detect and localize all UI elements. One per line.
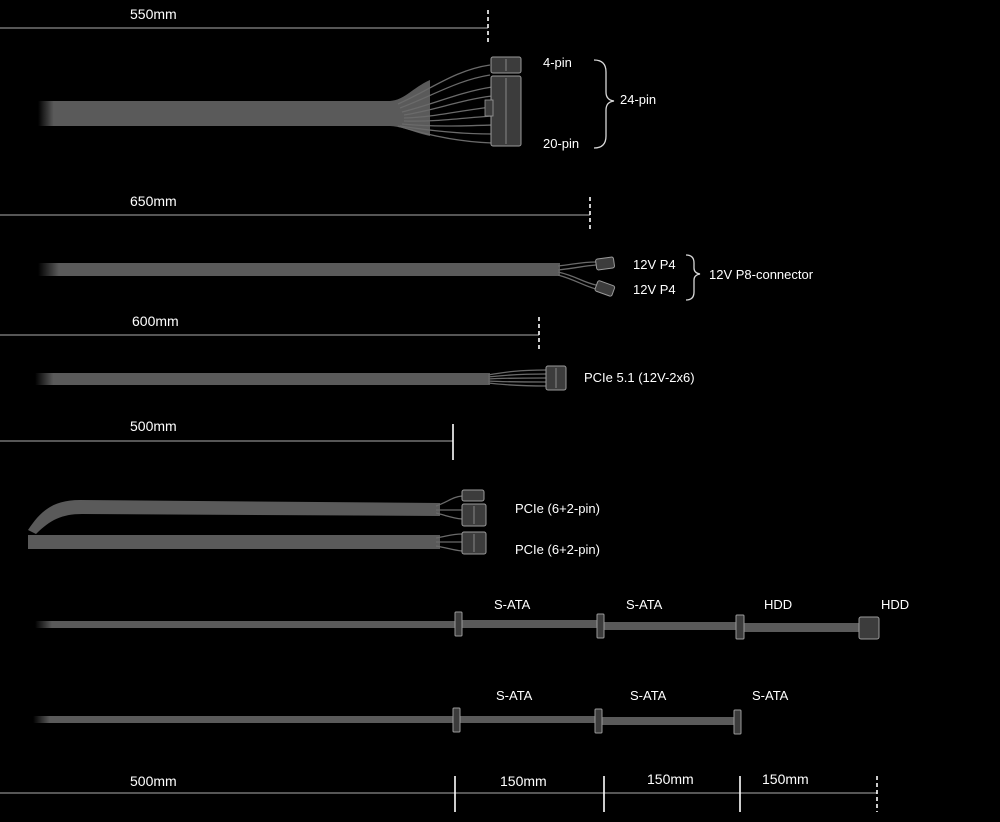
dimension-label-500mm: 500mm	[130, 418, 177, 434]
cpu-cable	[38, 263, 560, 276]
cpu-p4-connector-top	[595, 256, 615, 271]
label-12v-p4-bottom: 12V P4	[633, 282, 676, 297]
label-12v-p4-top: 12V P4	[633, 257, 676, 272]
label-pcie-6plus2-first: PCIe (6+2-pin)	[515, 501, 600, 516]
pcie-cable-2	[28, 535, 440, 549]
sata-connector	[594, 708, 603, 734]
dimension-label-150mm: 150mm	[500, 773, 547, 789]
dimension-label-600mm: 600mm	[132, 313, 179, 329]
peripheral-cable-1	[35, 621, 455, 628]
hdd-connector	[735, 614, 745, 640]
label-sata: S-ATA	[494, 597, 531, 612]
pcie51-cable	[35, 373, 490, 385]
label-20-pin: 20-pin	[543, 136, 579, 151]
atx-cable-group: 550mm 4-pin 20-pin 24-pin	[0, 6, 656, 151]
bottom-dimension-ruler: 500mm 150mm 150mm 150mm	[0, 771, 878, 812]
peripheral-cable-1-group: S-ATA S-ATA HDD HDD	[35, 597, 909, 640]
label-sata: S-ATA	[496, 688, 533, 703]
label-hdd: HDD	[764, 597, 792, 612]
dimension-label-150mm: 150mm	[762, 771, 809, 787]
pcie51-cable-group: 600mm PCIe 5.1 (12V-2x6)	[0, 313, 695, 391]
dimension-label-500mm: 500mm	[130, 773, 177, 789]
atx-cable-wires	[397, 64, 493, 144]
sata-connector	[452, 707, 461, 733]
brace-24-pin	[593, 59, 615, 149]
dimension-label-550mm: 550mm	[130, 6, 177, 22]
label-hdd: HDD	[881, 597, 909, 612]
pcie-connector-2pin	[461, 489, 485, 502]
atx-cable	[38, 80, 430, 136]
brace-p8	[685, 254, 701, 301]
label-sata: S-ATA	[630, 688, 667, 703]
label-pcie51: PCIe 5.1 (12V-2x6)	[584, 370, 695, 385]
peripheral-cable-2-group: S-ATA S-ATA S-ATA	[33, 688, 789, 735]
label-4-pin: 4-pin	[543, 55, 572, 70]
dimension-label-650mm: 650mm	[130, 193, 177, 209]
peripheral-cable-2	[33, 716, 453, 723]
cpu-cable-group: 650mm 12V P4 12V P4 12V P8-connector	[0, 193, 814, 301]
label-24-pin: 24-pin	[620, 92, 656, 107]
pcie-cables-group: 500mm PCIe (6+2-pin) PCIe (6+2-pin)	[0, 418, 600, 557]
sata-connector	[596, 613, 605, 639]
pcie-cable-1	[28, 500, 440, 534]
cpu-p4-connector-bottom	[594, 280, 616, 297]
sata-connector	[454, 611, 463, 637]
dimension-label-150mm: 150mm	[647, 771, 694, 787]
label-12v-p8-connector: 12V P8-connector	[709, 267, 814, 282]
label-sata: S-ATA	[626, 597, 663, 612]
sata-connector	[733, 709, 742, 735]
label-sata: S-ATA	[752, 688, 789, 703]
label-pcie-6plus2-second: PCIe (6+2-pin)	[515, 542, 600, 557]
hdd-connector	[858, 616, 880, 640]
